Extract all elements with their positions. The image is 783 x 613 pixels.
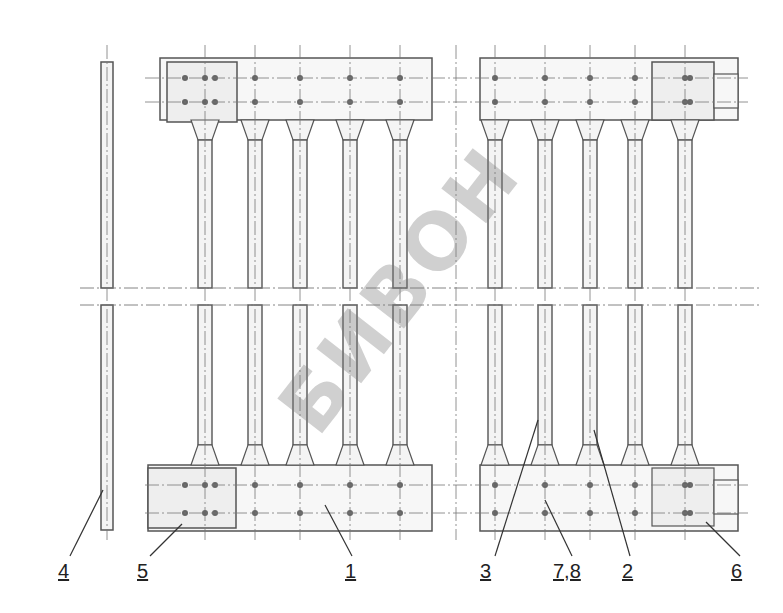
callout-number: 5 <box>137 560 148 582</box>
leader-line <box>325 505 352 556</box>
center-line <box>145 78 748 79</box>
end-block <box>148 468 236 528</box>
leader-line <box>495 420 538 556</box>
header-bar <box>480 465 738 531</box>
header-bar <box>148 465 432 531</box>
center-line <box>145 513 748 514</box>
callout-number: 4 <box>58 560 69 582</box>
callout-number: 7,8 <box>553 560 581 582</box>
center-line <box>205 45 206 540</box>
leader-line <box>594 430 630 556</box>
end-block <box>167 62 237 122</box>
center-line <box>495 45 496 540</box>
header-bar <box>480 58 738 120</box>
center-line <box>545 45 546 540</box>
end-block <box>714 74 738 108</box>
leader-line <box>150 524 182 556</box>
center-line <box>300 45 301 540</box>
center-line <box>590 45 591 540</box>
end-block <box>652 62 714 120</box>
leader-line <box>70 490 103 556</box>
center-line <box>255 45 256 540</box>
callout-number: 2 <box>622 560 633 582</box>
callout-number: 1 <box>345 560 356 582</box>
center-line <box>145 485 748 486</box>
leader-line <box>706 522 740 556</box>
leader-line <box>545 500 572 556</box>
end-block <box>652 468 714 526</box>
center-line <box>145 102 748 103</box>
center-line <box>635 45 636 540</box>
center-line <box>107 45 108 540</box>
break-line <box>456 45 457 540</box>
center-line <box>685 45 686 540</box>
callout-number: 3 <box>480 560 491 582</box>
callout-number: 6 <box>731 560 742 582</box>
